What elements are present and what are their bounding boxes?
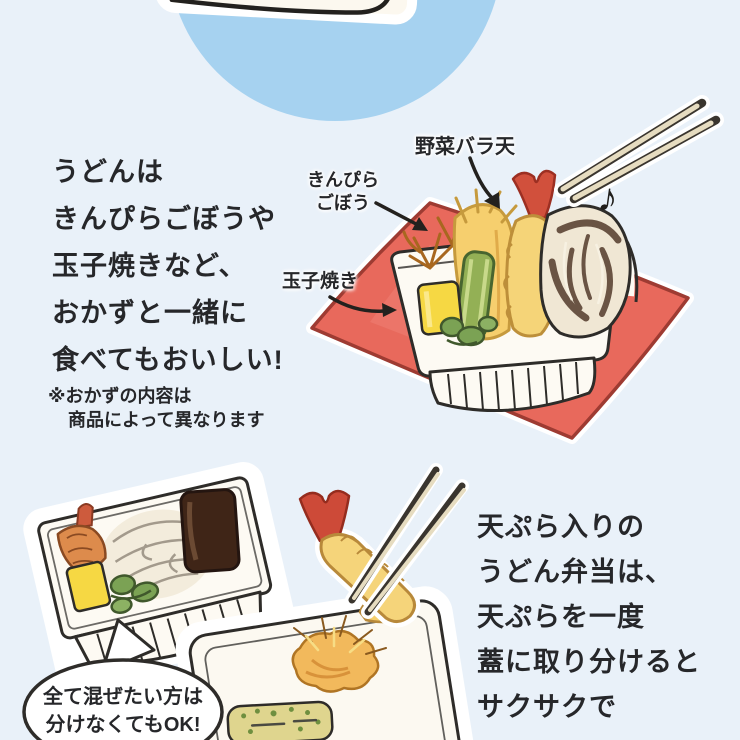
- green-vegetable-food: [439, 315, 499, 347]
- speech-bubble-line-1: 全て混ぜたい方は: [43, 686, 203, 708]
- green-vegetable-food: [109, 574, 160, 615]
- intro-line-5: 食べてもおいしい!: [52, 345, 284, 375]
- label-kinpira-line-2: ごぼう: [316, 193, 370, 213]
- label-vegetable-tempura: 野菜バラ天: [415, 136, 515, 158]
- bento-pleated-base: [428, 356, 597, 413]
- intro-text: うどんは きんぴらごぼうや 玉子焼きなど、 おかずと一緒に 食べてもおいしい!: [52, 149, 284, 384]
- tips-line-4: 蓋に取り分けると: [477, 647, 701, 677]
- tamagoyaki-food: [65, 560, 112, 613]
- bento-box-top-illustration: [155, 0, 419, 25]
- intro-line-3: 玉子焼きなど、: [52, 251, 247, 281]
- speech-bubble-text: 全て混ぜたい方は 分けなくてもOK!: [13, 683, 233, 739]
- tips-line-5: サクサクで: [477, 692, 617, 722]
- note-line-1: ※おかずの内容は: [48, 386, 192, 406]
- tips-line-2: うどん弁当は、: [477, 557, 673, 587]
- intro-line-2: きんぴらごぼうや: [52, 204, 276, 234]
- arrow-to-kinpira: [374, 201, 428, 231]
- label-kinpira-gobo: きんぴら ごぼう: [303, 169, 383, 215]
- udon-noodles: [112, 520, 199, 592]
- tips-line-3: 天ぷらを一度: [477, 602, 645, 632]
- cooked-shrimp-food: [56, 503, 107, 573]
- intro-line-1: うどんは: [52, 157, 164, 187]
- note-line-2: 商品によって異なります: [68, 410, 265, 430]
- intro-line-4: おかずと一緒に: [52, 298, 248, 328]
- note-text: ※おかずの内容は 商品によって異なります: [48, 384, 265, 432]
- kakiage-tempura-food: [291, 615, 387, 693]
- chopsticks-top-illustration: [554, 95, 724, 207]
- speech-bubble-line-2: 分けなくてもOK!: [45, 714, 201, 736]
- isobe-tempura-stick-food: [226, 700, 334, 740]
- speech-bubble: [22, 618, 224, 740]
- chopsticks-bottom-illustration: [345, 463, 469, 619]
- label-kinpira-line-1: きんぴら: [307, 170, 379, 190]
- tips-line-1: 天ぷら入りの: [477, 512, 645, 542]
- udon-noodles-swirl: [539, 204, 639, 339]
- sauce-packet: [179, 488, 241, 574]
- udon-bento-illustration: [390, 169, 639, 413]
- arrow-to-vegetable-tempura: [468, 156, 500, 209]
- tips-text: 天ぷら入りの うどん弁当は、 天ぷらを一度 蓋に取り分けると サクサクで: [477, 505, 701, 730]
- top-circle-decoration: [155, 0, 496, 121]
- arrow-to-tamagoyaki: [328, 295, 397, 317]
- label-tamagoyaki: 玉子焼き: [282, 271, 359, 292]
